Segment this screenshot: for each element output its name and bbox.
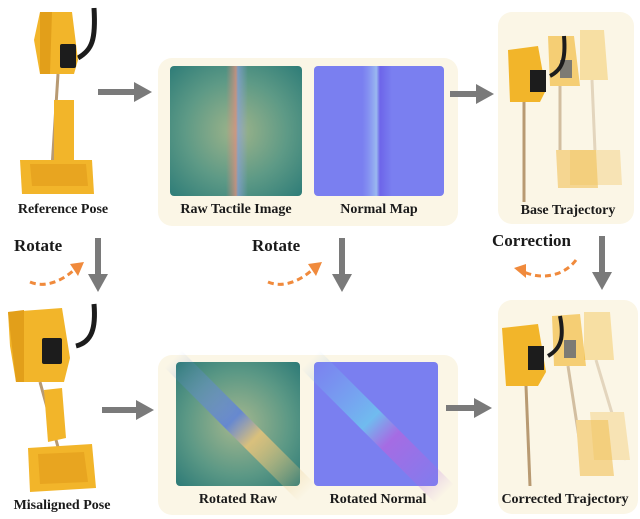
reference-pose-figure: [20, 7, 97, 194]
arrow-tactile-to-base-trajectory: [450, 84, 494, 104]
base-trajectory-figure: [508, 30, 622, 202]
arrow-rotated-to-corrected: [446, 398, 492, 418]
corrected-trajectory-figure: [502, 312, 630, 487]
correction-arrow: [514, 259, 578, 278]
reference-pose-label: Reference Pose: [17, 202, 109, 217]
rotate-arrow-middle: [267, 262, 322, 286]
arrow-reference-to-tactile: [98, 82, 152, 102]
correction-label: Correction: [492, 231, 571, 250]
misaligned-pose-figure: [8, 303, 97, 492]
rotated-normal-image: [301, 350, 454, 504]
rotated-normal-label: Rotated Normal: [329, 492, 427, 507]
corrected-trajectory-label: Corrected Trajectory: [501, 492, 629, 507]
arrow-down-left: [88, 238, 108, 292]
misaligned-pose-label: Misaligned Pose: [13, 498, 111, 513]
raw-tactile-image-label: Raw Tactile Image: [180, 202, 292, 217]
rotate-arrow-left: [29, 262, 84, 286]
arrow-misaligned-to-rotated: [102, 400, 154, 420]
normal-map-image: [314, 66, 444, 196]
rotated-raw-image: [164, 350, 316, 502]
raw-tactile-image: [170, 66, 302, 196]
arrow-down-middle: [332, 238, 352, 292]
normal-map-label: Normal Map: [340, 202, 418, 217]
arrow-down-right: [592, 236, 612, 290]
base-trajectory-label: Base Trajectory: [520, 203, 616, 218]
rotated-raw-label: Rotated Raw: [198, 492, 278, 507]
rotate-label-middle: Rotate: [252, 236, 301, 255]
rotate-label-left: Rotate: [14, 236, 63, 255]
